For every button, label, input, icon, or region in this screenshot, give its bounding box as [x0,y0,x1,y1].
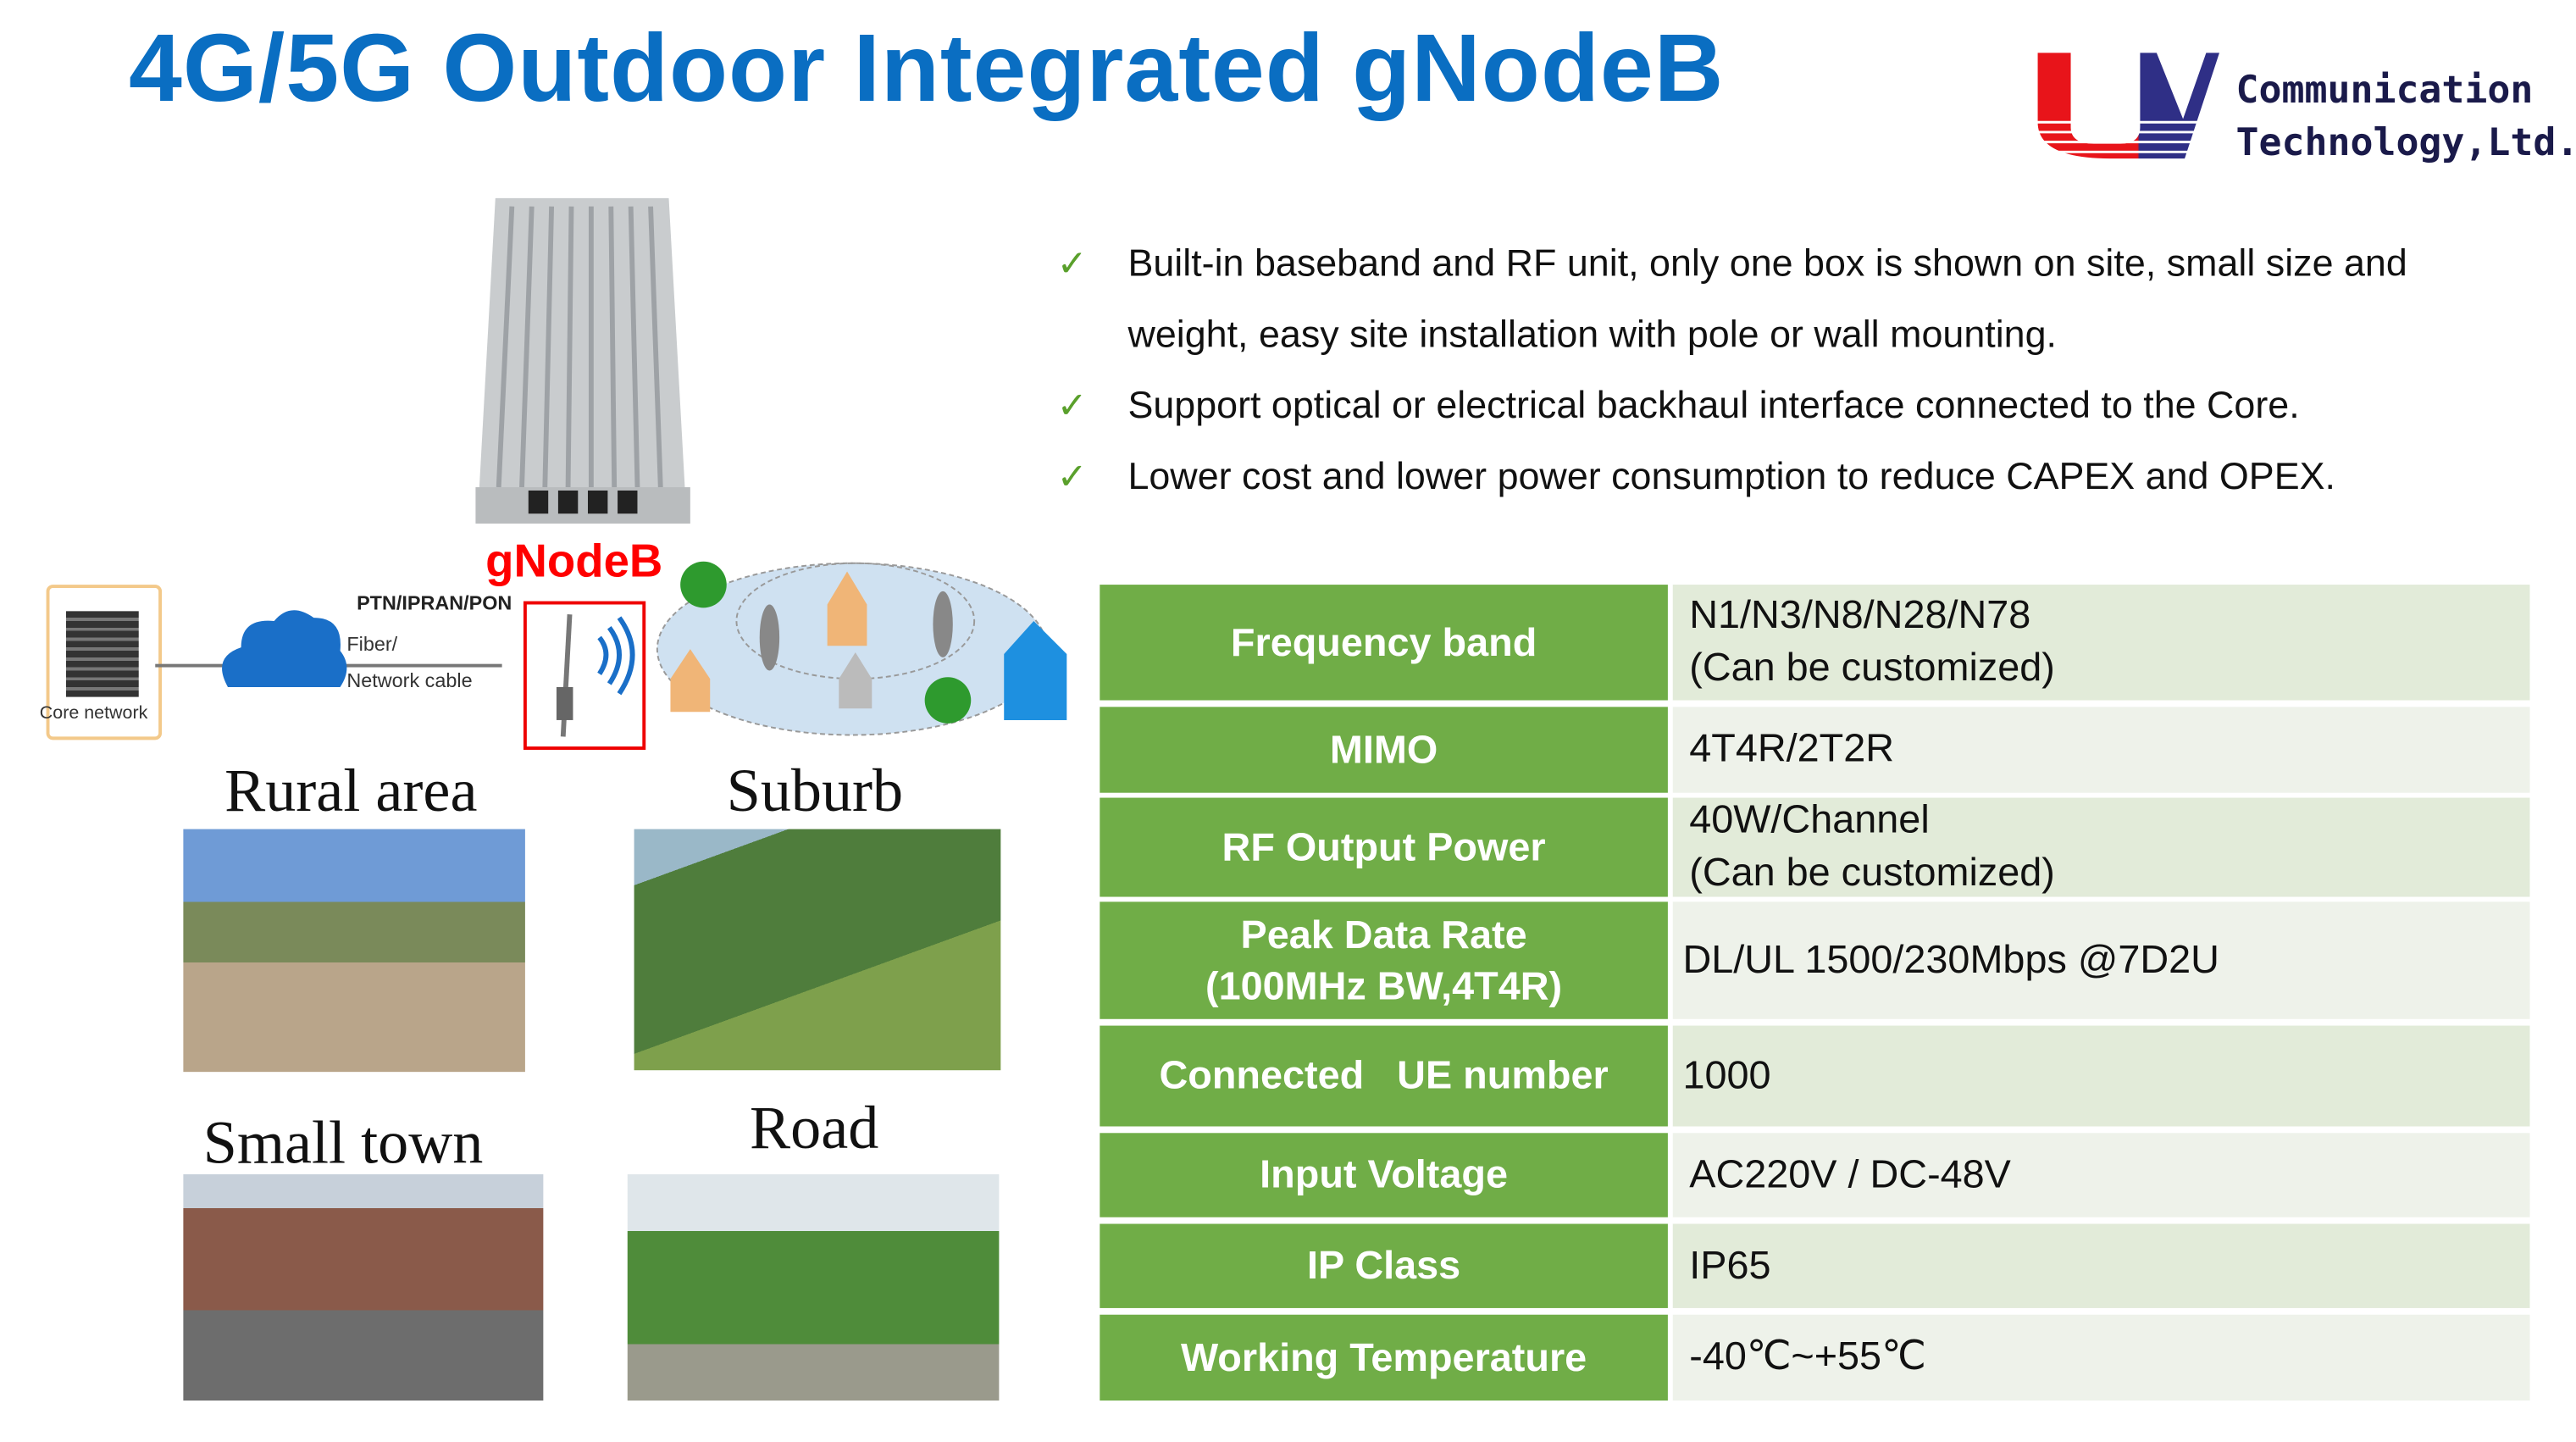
spec-value: 1000 [1672,1025,2530,1127]
antenna-signal-icon [556,614,635,737]
link-label-cable: Network cable [346,668,473,692]
check-icon: ✓ [1056,242,1088,285]
core-network-box: Core network [40,585,163,740]
cloud-icon [222,610,347,687]
backhaul-label: PTN/IPRAN/PON [357,591,512,615]
spec-key: Working Temperature [1100,1314,1668,1401]
feature-item: ✓ Lower cost and lower power consumption … [1057,441,2510,512]
core-network-label: Core network [39,703,148,724]
suburb-photo [634,829,1001,1071]
scenario-label-rural: Rural area [224,757,478,826]
gnodeb-device-image [475,197,690,524]
table-row: Peak Data Rate (100MHz BW,4T4R)DL/UL 150… [1100,901,2530,1019]
spec-value: DL/UL 1500/230Mbps @7D2U [1672,901,2530,1019]
road-photo [627,1174,1000,1401]
spec-key: IP Class [1100,1223,1668,1308]
feature-text: Support optical or electrical backhaul i… [1127,383,2300,426]
check-icon: ✓ [1056,385,1088,426]
spec-key: Input Voltage [1100,1133,1668,1217]
spec-key: Frequency band [1100,585,1668,701]
spec-value: N1/N3/N8/N28/N78 (Can be customized) [1672,585,2530,701]
spec-value: -40℃~+55℃ [1672,1314,2530,1401]
spec-value: 4T4R/2T2R [1672,707,2530,793]
feature-text: Built-in baseband and RF unit, only one … [1127,241,2407,356]
spec-key: Peak Data Rate (100MHz BW,4T4R) [1100,901,1668,1019]
company-logo: Communication Technology,Ltd. [2027,40,2576,175]
uv-logo-icon [2027,53,2226,159]
feature-list: ✓ Built-in baseband and RF unit, only one… [1057,228,2510,512]
scenario-label-suburb: Suburb [726,757,904,826]
scenario-label-road: Road [750,1095,879,1163]
page-title: 4G/5G Outdoor Integrated gNodeB [129,14,1725,123]
spec-key: Connected UE number [1100,1025,1668,1127]
feature-text: Lower cost and lower power consumption t… [1127,454,2335,497]
spec-key: MIMO [1100,707,1668,793]
feature-item: ✓ Built-in baseband and RF unit, only one… [1057,228,2510,370]
gnodeb-highlight-box [523,601,646,751]
rural-area-photo [183,829,525,1073]
link-label-fiber: Fiber/ [346,632,398,656]
check-icon: ✓ [1056,456,1088,497]
gnodeb-label: gNodeB [485,535,663,587]
coverage-area-illustration [656,561,1067,736]
table-row: Working Temperature-40℃~+55℃ [1100,1314,2530,1401]
logo-line2: Technology,Ltd. [2235,122,2576,165]
spec-value: IP65 [1672,1223,2530,1308]
server-rack-icon [65,611,139,697]
spec-key: RF Output Power [1100,797,1668,897]
small-town-photo [183,1174,544,1401]
scenario-label-small-town: Small town [202,1109,484,1178]
spec-value: AC220V / DC-48V [1672,1133,2530,1217]
feature-item: ✓ Support optical or electrical backhaul … [1057,370,2510,441]
spec-value: 40W/Channel (Can be customized) [1672,797,2530,897]
logo-line1: Communication [2235,69,2534,113]
